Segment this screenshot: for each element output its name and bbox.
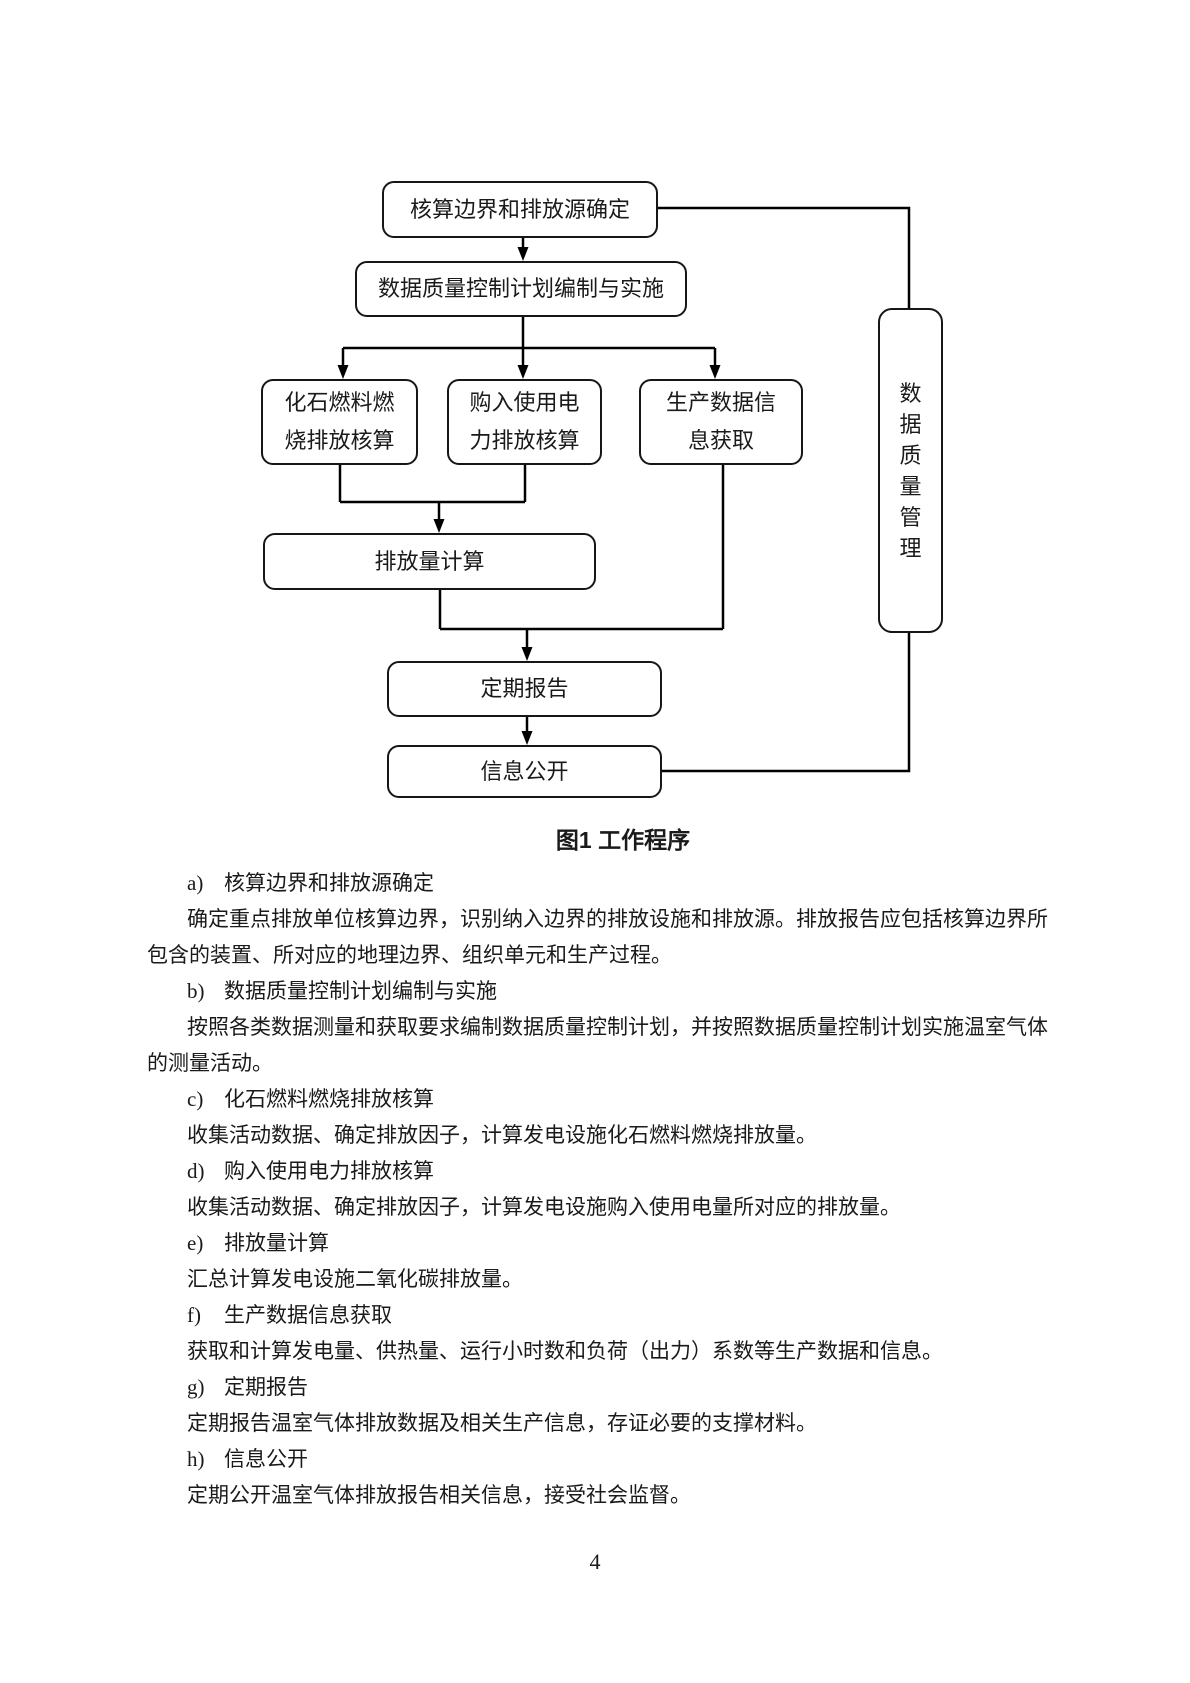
list-item-heading: g) 定期报告 [147,1369,1087,1405]
list-item-heading: a) 核算边界和排放源确定 [147,865,1087,901]
item-label: d) [187,1159,205,1183]
list-item-heading: f) 生产数据信息获取 [147,1297,1087,1333]
flow-box-data-quality-plan: 数据质量控制计划编制与实施 [355,261,687,317]
list-item-heading: h) 信息公开 [147,1441,1087,1477]
paragraph-line: 按照各类数据测量和获取要求编制数据质量控制计划，并按照数据质量控制计划实施温室气… [187,1015,1048,1039]
item-label: c) [187,1087,204,1111]
flow-box-data-quality-mgmt: 数 据 质 量 管 理 [878,308,943,633]
paragraph-line: 收集活动数据、确定排放因子，计算发电设施化石燃料燃烧排放量。 [187,1123,817,1147]
paragraph-line: 确定重点排放单位核算边界，识别纳入边界的排放设施和排放源。排放报告应包括核算边界… [187,907,1048,931]
item-label: g) [187,1375,205,1399]
item-title: 信息公开 [224,1447,308,1471]
flowchart-connectors [337,206,911,773]
item-label: h) [187,1447,205,1471]
paragraph-line: 获取和计算发电量、供热量、运行小时数和负荷（出力）系数等生产数据和信息。 [187,1339,943,1363]
paragraph-line: 定期公开温室气体排放报告相关信息，接受社会监督。 [187,1483,691,1507]
list-item-heading: c) 化石燃料燃烧排放核算 [147,1081,1087,1117]
flow-box-info-disclosure: 信息公开 [387,745,662,798]
paragraph-line: 定期报告温室气体排放数据及相关生产信息，存证必要的支撑材料。 [187,1411,817,1435]
paragraph-line: 汇总计算发电设施二氧化碳排放量。 [187,1267,523,1291]
flow-box-fossil-fuel-emission: 化石燃料燃 烧排放核算 [261,379,418,465]
list-item-heading: e) 排放量计算 [147,1225,1087,1261]
figure-caption: 图1 工作程序 [555,827,691,853]
flow-box-periodic-report: 定期报告 [387,661,662,717]
item-title: 化石燃料燃烧排放核算 [224,1087,434,1111]
flow-box-production-data: 生产数据信 息获取 [639,379,803,465]
item-title: 生产数据信息获取 [224,1303,392,1327]
paragraph-line: 的测量活动。 [147,1051,273,1075]
paragraph-line: 包含的装置、所对应的地理边界、组织单元和生产过程。 [147,943,672,967]
item-label: a) [187,871,204,895]
flow-box-accounting-boundary: 核算边界和排放源确定 [382,181,658,238]
item-label: b) [187,979,205,1003]
item-title: 数据质量控制计划编制与实施 [224,979,497,1003]
flow-box-purchased-electricity: 购入使用电 力排放核算 [447,379,602,465]
flow-box-emission-calculation: 排放量计算 [263,533,596,590]
page-number: 4 [589,1549,601,1574]
body-text: a) 核算边界和排放源确定 确定重点排放单位核算边界，识别纳入边界的排放设施和排放… [147,865,1087,1513]
paragraph-line: 收集活动数据、确定排放因子，计算发电设施购入使用电量所对应的排放量。 [187,1195,901,1219]
item-label: f) [187,1303,201,1327]
list-item-heading: b) 数据质量控制计划编制与实施 [147,973,1087,1009]
item-title: 定期报告 [224,1375,308,1399]
item-label: e) [187,1231,204,1255]
item-title: 排放量计算 [224,1231,329,1255]
item-title: 购入使用电力排放核算 [224,1159,434,1183]
list-item-heading: d) 购入使用电力排放核算 [147,1153,1087,1189]
item-title: 核算边界和排放源确定 [224,871,434,895]
